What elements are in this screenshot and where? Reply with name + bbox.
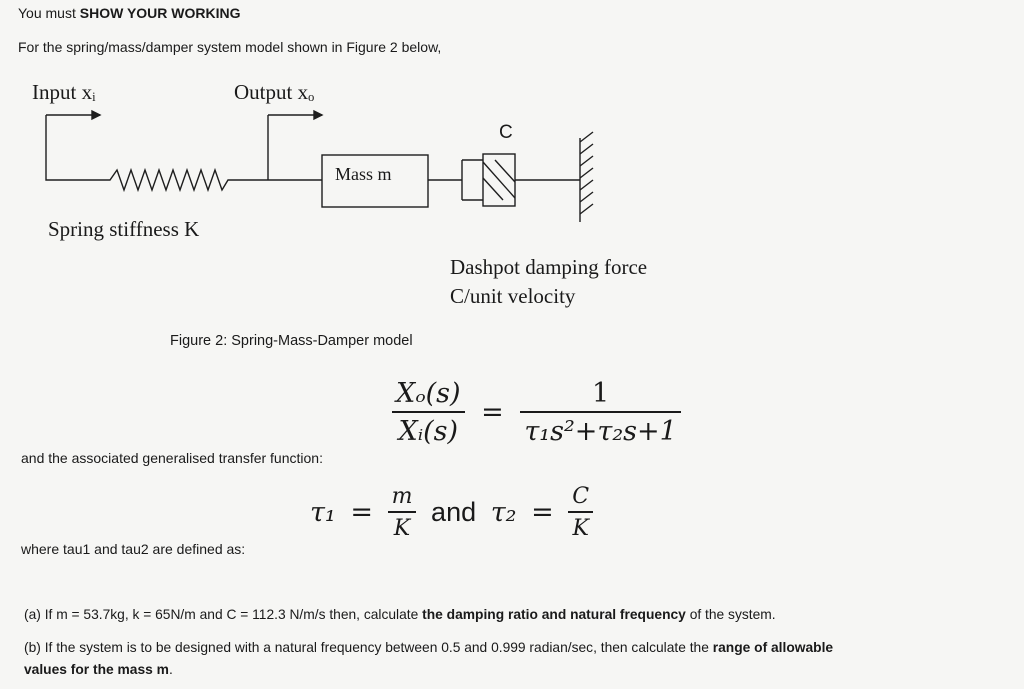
dashpot-label-line2: C/unit velocity xyxy=(450,284,576,308)
tau1-fraction: m K xyxy=(387,484,417,541)
tau2-denominator: K xyxy=(572,516,589,541)
tau2-symbol: τ₂ xyxy=(490,497,517,528)
question-a-suffix: of the system. xyxy=(685,607,776,622)
tau-definitions: τ₁ = m K and τ₂ = C K xyxy=(310,484,594,541)
tau1-denominator: K xyxy=(393,516,411,541)
transfer-function-lead: and the associated generalised transfer … xyxy=(21,450,323,466)
damper-hatch xyxy=(482,161,516,199)
question-b-end: . xyxy=(168,662,173,677)
question-a-text: (a) If m = 53.7kg, k = 65N/m and C = 112… xyxy=(24,607,423,622)
lhs-fraction: Xₒ(s) Xᵢ(s) xyxy=(392,378,465,447)
lhs-denominator: Xᵢ(s) xyxy=(398,416,459,447)
input-arrow-head xyxy=(91,109,102,121)
spring-mass-damper-diagram xyxy=(45,109,594,222)
instruction-line: You must SHOW YOUR WORKING xyxy=(18,5,241,21)
question-b-emphasis-2: values for the mass m xyxy=(24,662,169,677)
equals-sign: = xyxy=(481,397,504,428)
tau-definition-lead: where tau1 and tau2 are defined as: xyxy=(21,541,246,557)
tau2-numerator: C xyxy=(568,484,594,513)
and-text: and xyxy=(431,497,477,527)
rhs-numerator: 1 xyxy=(520,378,681,413)
output-label: Output xₒ xyxy=(234,80,315,104)
problem-statement: For the spring/mass/damper system model … xyxy=(18,39,442,55)
rhs-fraction: 1 τ₁s²+τ₂s+1 xyxy=(520,378,681,447)
damper-label: C xyxy=(499,122,513,143)
dashpot-label-line1: Dashpot damping force xyxy=(450,255,648,279)
question-a-emphasis: the damping ratio and natural frequency xyxy=(422,607,686,622)
output-arrow-head xyxy=(313,109,324,121)
rhs-denominator: τ₁s²+τ₂s+1 xyxy=(524,416,677,447)
question-a: (a) If m = 53.7kg, k = 65N/m and C = 112… xyxy=(24,607,776,622)
tau2-equals: = xyxy=(531,497,554,528)
tau1-equals: = xyxy=(350,497,373,528)
tau1-numerator: m xyxy=(387,484,417,513)
instruction-text: You must xyxy=(18,5,80,21)
transfer-function-equation: Xₒ(s) Xᵢ(s) = 1 τ₁s²+τ₂s+1 xyxy=(392,378,681,447)
lhs-numerator: Xₒ(s) xyxy=(392,378,465,413)
question-b-continued: values for the mass m. xyxy=(24,662,173,677)
spring-label: Spring stiffness K xyxy=(48,217,200,241)
tau2-fraction: C K xyxy=(568,484,594,541)
tau1-symbol: τ₁ xyxy=(310,497,336,528)
mass-label: Mass m xyxy=(335,164,392,184)
question-b-emphasis-1: range of allowable xyxy=(712,640,834,655)
figure-caption: Figure 2: Spring-Mass-Damper model xyxy=(170,333,413,349)
question-b-text: (b) If the system is to be designed with… xyxy=(24,640,713,655)
instruction-emphasis: SHOW YOUR WORKING xyxy=(79,5,241,21)
input-label: Input xᵢ xyxy=(32,80,96,104)
spring xyxy=(45,145,322,193)
question-b: (b) If the system is to be designed with… xyxy=(24,640,833,655)
mass-block xyxy=(321,154,429,208)
